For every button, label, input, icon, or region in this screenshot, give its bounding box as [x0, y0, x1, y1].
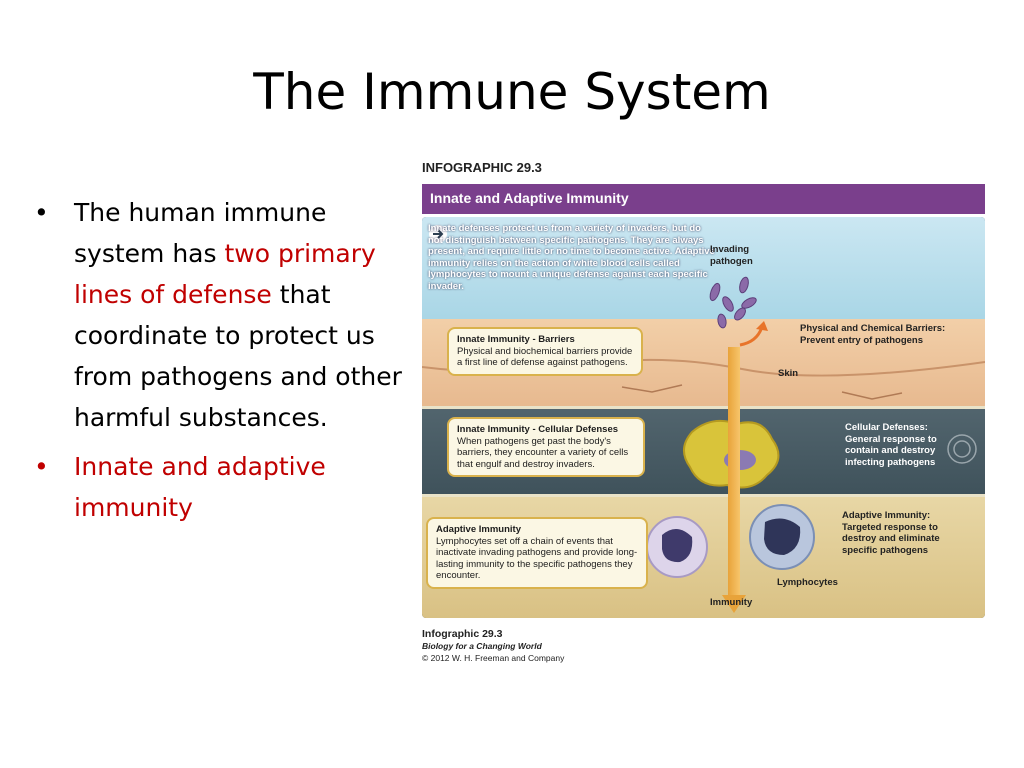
immunity-label: Immunity — [710, 597, 753, 608]
adaptive-label-text: Targeted response to destroy and elimina… — [842, 521, 940, 556]
bullet-text: Innate and adaptive immunity — [74, 452, 326, 522]
caption-copyright: © 2012 W. H. Freeman and Company — [422, 653, 565, 663]
infographic-panel: Innate defenses protect us from a variet… — [422, 217, 985, 618]
infographic-caption: Infographic 29.3 Biology for a Changing … — [422, 628, 564, 664]
invading-pathogen-label: Invading pathogen — [710, 244, 753, 267]
barriers-box: Innate Immunity - Barriers Physical and … — [447, 327, 643, 376]
infographic-heading: INFOGRAPHIC 29.3 — [422, 160, 542, 175]
slide-title: The Immune System — [253, 63, 771, 121]
arrow-down-icon — [722, 595, 746, 613]
bullet-dot: • — [34, 452, 49, 481]
band-divider — [422, 494, 985, 497]
cellular-label-title: Cellular Defenses: — [845, 422, 928, 433]
adaptive-box-title: Adaptive Immunity — [436, 524, 521, 535]
adaptive-box: Adaptive Immunity Lymphocytes set off a … — [426, 517, 648, 589]
cellular-label-text: General response to contain and destroy … — [845, 433, 937, 468]
lymphocytes-label: Lymphocytes — [777, 577, 838, 588]
barriers-box-title: Innate Immunity - Barriers — [457, 334, 575, 345]
barriers-label-text: Prevent entry of pathogens — [800, 334, 923, 346]
adaptive-box-text: Lymphocytes set off a chain of events th… — [436, 535, 638, 582]
bullet-item: • Innate and adaptive immunity — [32, 446, 412, 528]
bullet-highlight: two primary lines of defense — [74, 239, 376, 309]
barriers-box-text: Physical and biochemical barriers provid… — [457, 345, 633, 369]
caption-book: Biology for a Changing World — [422, 641, 542, 651]
immunity-arrow — [728, 347, 740, 602]
intro-text: Innate defenses protect us from a variet… — [428, 223, 715, 292]
infographic: INFOGRAPHIC 29.3 Innate and Adaptive Imm… — [422, 160, 985, 665]
bullet-dot: • — [34, 198, 49, 227]
adaptive-label-title: Adaptive Immunity: — [842, 510, 931, 521]
cellular-box-title: Innate Immunity - Cellular Defenses — [457, 424, 619, 435]
caption-title: Infographic 29.3 — [422, 628, 503, 640]
barriers-label-title: Physical and Chemical Barriers: — [800, 323, 946, 334]
pathogen-icon — [709, 276, 757, 329]
skin-label: Skin — [778, 368, 799, 379]
cellular-box-text: When pathogens get past the body's barri… — [457, 435, 629, 470]
infographic-title: Innate and Adaptive Immunity — [430, 190, 629, 206]
cellular-label: Cellular Defenses: General response to c… — [845, 422, 957, 468]
barriers-label: Physical and Chemical Barriers: Prevent … — [800, 323, 980, 346]
cellular-box: Innate Immunity - Cellular Defenses When… — [447, 417, 645, 477]
bullet-item: • The human immune system has two primar… — [32, 192, 412, 438]
band-divider — [422, 406, 985, 409]
sky-band — [422, 217, 985, 319]
infographic-title-bar: Innate and Adaptive Immunity — [422, 184, 985, 214]
bullet-list: • The human immune system has two primar… — [32, 192, 412, 536]
bullet-text-part: that coordinate to protect us from patho… — [74, 280, 402, 432]
bullet-text-part: The human immune system has — [74, 198, 327, 268]
adaptive-label: Adaptive Immunity: Targeted response to … — [842, 510, 972, 556]
